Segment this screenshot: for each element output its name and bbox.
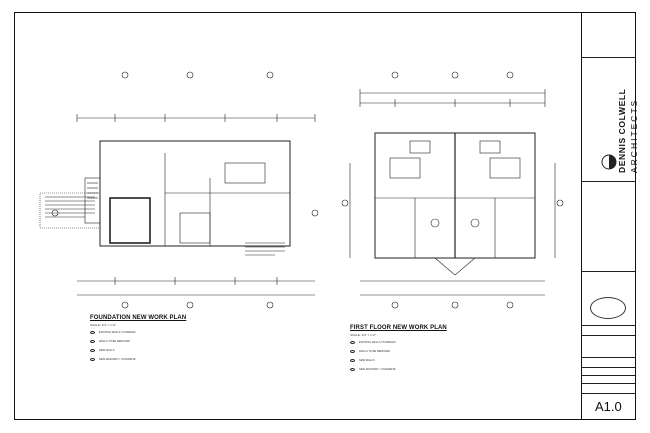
plan-drawings [39,71,564,309]
title-block: DENNIS COLWELL ARCHITECTS A1.0 [581,13,639,419]
wall-symbol-icon [90,349,95,352]
drawing-sheet: FOUNDATION NEW WORK PLAN SCALE: 1/4" = 1… [14,12,639,420]
first-floor-plan-title: FIRST FLOOR NEW WORK PLAN [350,325,447,331]
legend-item: NEW WALLS [350,359,374,362]
legend-item: EXISTING WALLS TO REMAIN [350,341,396,344]
foundation-plan-title: FOUNDATION NEW WORK PLAN [90,315,187,321]
legend-item: NEW MASONRY / CONCRETE [350,368,396,371]
foundation-plan-scale: SCALE: 1/4" = 1'-0" [90,323,117,327]
legend-item: NEW MASONRY / CONCRETE [90,358,136,361]
wall-symbol-icon [350,368,355,371]
firm-name-subtitle: ARCHITECTS [629,98,639,173]
wall-symbol-icon [350,359,355,362]
legend-item: NEW WALLS [90,349,114,352]
legend-item: WALLS TO BE REMOVED [90,340,130,343]
foundation-plan-graphic [39,71,319,309]
wall-symbol-icon [90,331,95,334]
wall-symbol-icon [350,341,355,344]
legend-item: EXISTING WALLS TO REMAIN [90,331,136,334]
sheet-number: A1.0 [595,399,622,414]
legend-item: WALLS TO BE REMOVED [350,350,390,353]
wall-symbol-icon [90,340,95,343]
architect-seal [590,297,626,319]
wall-symbol-icon [350,350,355,353]
first-floor-plan-scale: SCALE: 1/4" = 1'-0" [350,333,377,337]
first-floor-plan-graphic [341,71,564,309]
wall-symbol-icon [90,358,95,361]
firm-logo-icon [601,154,617,170]
